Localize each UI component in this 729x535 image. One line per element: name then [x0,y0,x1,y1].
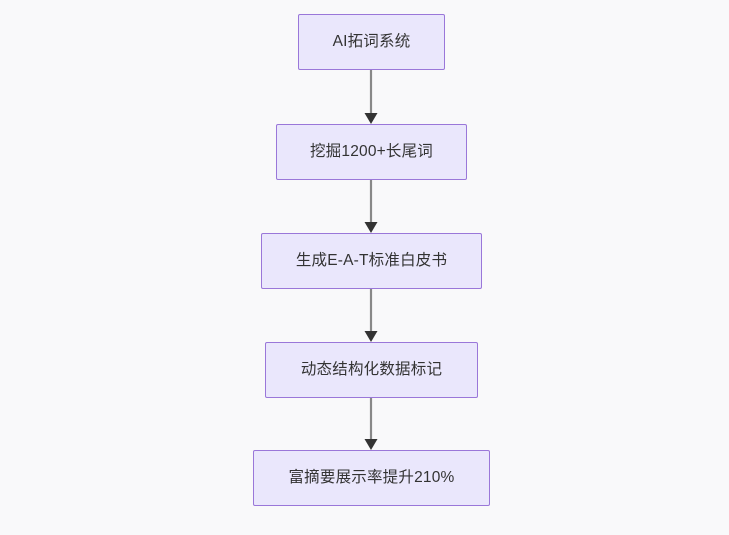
edge-node-4-to-node-5 [361,398,381,450]
flowchart-node-mine-longtail-keywords[interactable]: 挖掘1200+长尾词 [276,124,467,180]
flowchart-node-rich-snippet-impression-lift[interactable]: 富摘要展示率提升210% [253,450,490,506]
flowchart-node-dynamic-structured-data-markup[interactable]: 动态结构化数据标记 [265,342,478,398]
flowchart-node-generate-eat-whitepaper[interactable]: 生成E-A-T标准白皮书 [261,233,482,289]
flowchart-node-ai-keyword-system[interactable]: AI拓词系统 [298,14,445,70]
flowchart-node-label: 富摘要展示率提升210% [288,468,455,486]
flowchart-node-label: 生成E-A-T标准白皮书 [295,251,448,269]
edge-node-1-to-node-2 [361,70,381,124]
flowchart-node-label: 挖掘1200+长尾词 [309,142,434,160]
edge-node-2-to-node-3 [361,180,381,233]
edge-node-3-to-node-4 [361,289,381,342]
flowchart-node-label: AI拓词系统 [332,32,411,50]
flowchart-node-label: 动态结构化数据标记 [300,360,443,378]
